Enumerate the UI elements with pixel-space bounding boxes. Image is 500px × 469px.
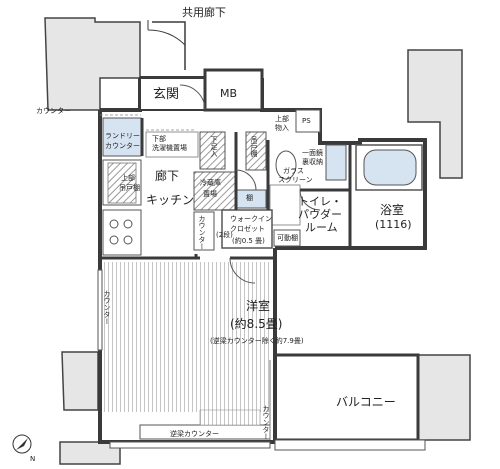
bath-label-2: (1116) (375, 218, 412, 231)
counter-left-label: カウンター (36, 107, 71, 115)
door-swings (179, 84, 321, 284)
upper-cabinet-label-1: 上部 (121, 174, 135, 182)
mb-label: MB (220, 87, 238, 100)
walkin-label-3: (約0.5 畳) (232, 237, 265, 245)
washer-space-label-2: 洗濯機置場 (152, 144, 187, 152)
windows (97, 269, 271, 449)
western-room-label-1: 洋室 (246, 299, 271, 313)
toilet-label-3: ルーム (305, 221, 338, 234)
counter-west-label: カウンター (103, 290, 111, 325)
upper-cabinet-label-2: 吊戸棚 (119, 184, 140, 192)
laundry-counter-label-2: カウンター (105, 142, 140, 150)
hallway-label: 廊下 (155, 169, 180, 183)
glass-screen-label-2: スクリーン (278, 176, 313, 184)
entrance-label: 玄関 (153, 87, 180, 102)
fridge-label-2: 置場 (203, 190, 217, 198)
movable-shelf-label: 可動棚 (277, 234, 298, 242)
walkin-label-2: クロゼット (230, 225, 265, 233)
kitchen-label: キッチン (146, 193, 195, 207)
western-room-label-2: (約8.5畳) (230, 317, 283, 331)
laundry-counter-label-1: ランドリー (105, 132, 140, 140)
western-room-label-3: (逆梁カウンター除く約7.9畳) (210, 337, 304, 345)
toilet-label-1: トイレ・ (298, 195, 342, 208)
glass-screen-label-1: ガラス (283, 167, 304, 175)
shoe-cabinet-label: 下足入 (210, 136, 218, 157)
north-label: N (30, 455, 36, 463)
mirror-label-2: 裏収納 (302, 158, 323, 166)
toilet-label-2: パウダー (298, 208, 342, 221)
fridge-label-1: 冷蔵庫 (200, 179, 221, 187)
common-corridor-label: 共用廊下 (182, 6, 226, 19)
interior-walls (100, 118, 352, 260)
shelf-label: 棚 (246, 194, 253, 202)
bath-label-1: 浴室 (380, 203, 405, 217)
mirror-label-1: 一面鏡 (302, 149, 323, 157)
wet-areas (102, 109, 423, 226)
ps-label: PS (302, 117, 311, 125)
walkin-label-1: ウォークイン (230, 215, 272, 223)
counter-kitchen-label: カウンター (198, 215, 206, 250)
upper-cabinet-label-3: 吊戸棚 (250, 136, 258, 157)
kitchen-area (102, 171, 301, 256)
adjacent-structures (44, 17, 471, 465)
counter-2tier-label: (2段) (216, 231, 233, 239)
washer-space-label-1: 下部 (152, 135, 166, 143)
upper-storage-label-2: 物入 (275, 124, 289, 132)
dashed-lines (100, 114, 196, 131)
balcony-label: バルコニー (336, 395, 396, 409)
balcony-area (269, 353, 426, 451)
western-room-floor (104, 262, 272, 412)
upper-storage-label-1: 上部 (275, 115, 289, 123)
counter-balcony-label: カウンター (262, 405, 270, 440)
north-arrow-icon (12, 434, 32, 454)
reverse-beam-counter-label: 逆梁カウンター (170, 430, 219, 438)
entrance-bay (139, 20, 264, 112)
